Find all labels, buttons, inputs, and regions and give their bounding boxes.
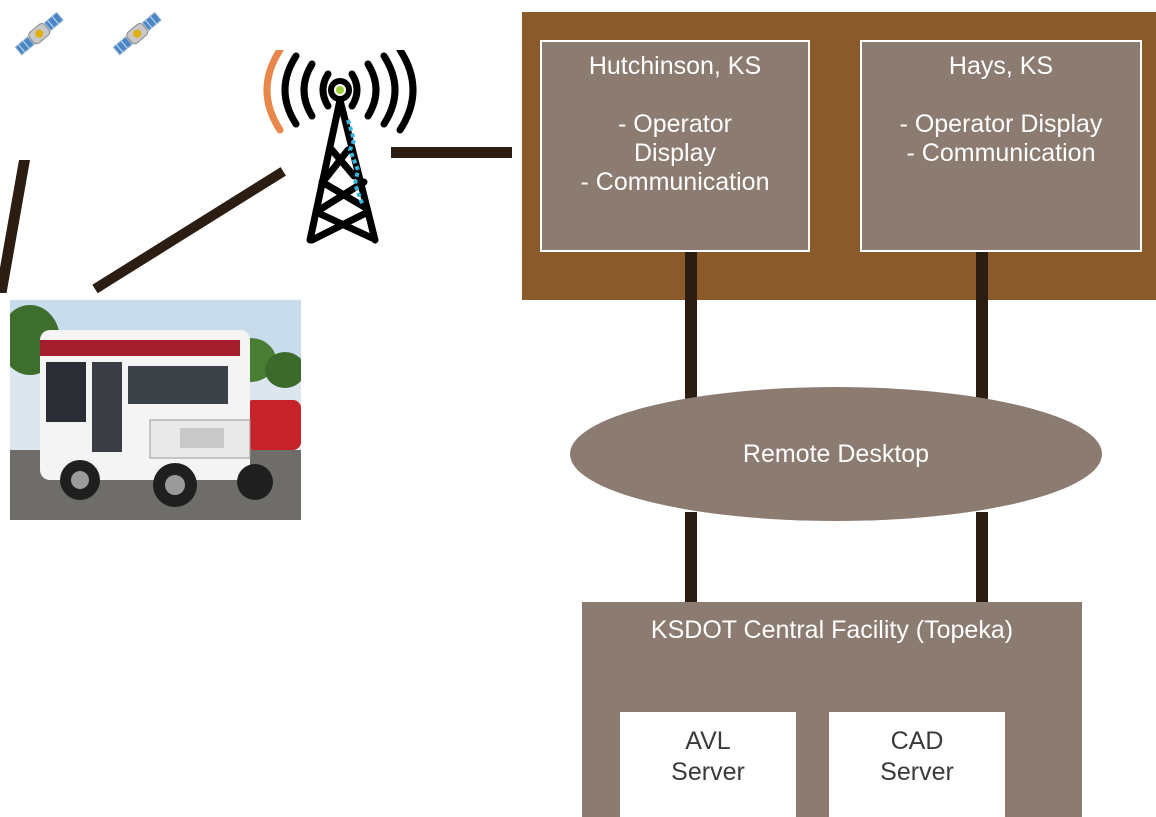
central-facility: KSDOT Central Facility (Topeka) AVL Serv…: [582, 602, 1082, 817]
office-hutchinson: Hutchinson, KS - Operator Display - Comm…: [540, 40, 810, 252]
server-name: CAD: [890, 727, 944, 755]
avl-server: AVL Server: [620, 712, 796, 817]
office-hays: Hays, KS - Operator Display - Communicat…: [860, 40, 1142, 252]
server-type: Server: [671, 758, 745, 786]
transit-bus-photo: [10, 300, 301, 520]
tower-office-link-line: [391, 147, 512, 158]
office-functions: - Operator Display - Communication: [580, 110, 770, 196]
central-link-line-left: [685, 512, 697, 602]
cad-server: CAD Server: [829, 712, 1005, 817]
radio-tower-icon: [263, 50, 417, 244]
office-city: Hays, KS: [948, 52, 1054, 80]
central-link-line-right: [976, 512, 988, 602]
remote-desktop-link: Remote Desktop: [570, 387, 1102, 521]
hutchinson-link-line: [685, 252, 697, 420]
satellite-icon: [112, 11, 162, 56]
office-city: Hutchinson, KS: [588, 52, 762, 80]
satellite-link-line: [0, 160, 30, 293]
server-type: Server: [880, 758, 954, 786]
hays-link-line: [976, 252, 988, 420]
office-functions: - Operator Display - Communication: [899, 110, 1103, 167]
central-facility-title: KSDOT Central Facility (Topeka): [650, 616, 1014, 644]
server-name: AVL: [685, 727, 731, 755]
remote-desktop-label: Remote Desktop: [742, 439, 930, 468]
satellite-icon: [14, 11, 64, 56]
